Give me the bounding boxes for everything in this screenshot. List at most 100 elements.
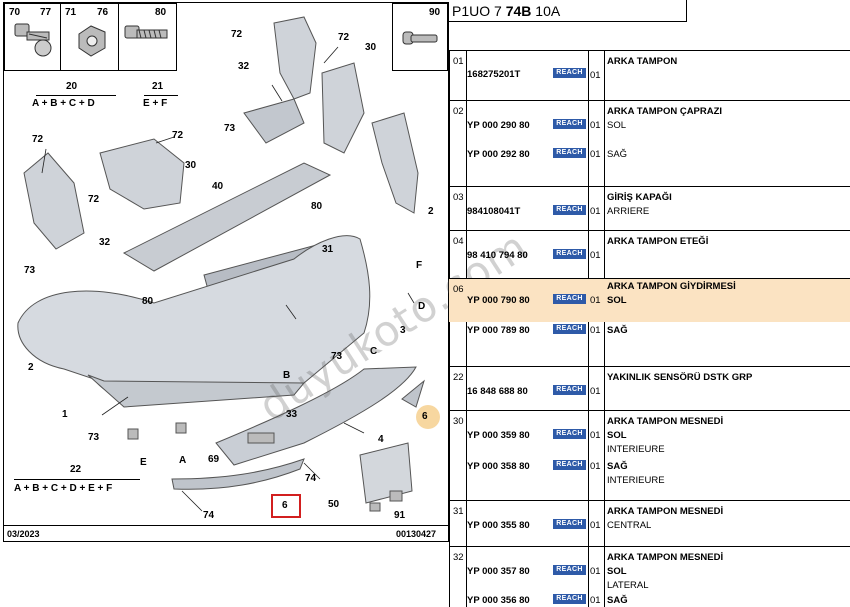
callout-32: 32 [238,61,250,72]
quantity: 01 [590,206,601,217]
callout-71: 71 [65,7,77,18]
row-ref: 04 [453,236,464,247]
part-description: ARKA TAMPON ÇAPRAZI [607,106,723,117]
model-suffix: 10A [531,3,561,19]
kit-formula-20: A + B + C + D [32,98,95,109]
part-description: ARKA TAMPON MESNEDİ [607,416,724,427]
quantity: 01 [590,461,601,472]
part-note: ARRIERE [607,206,650,217]
part-description: ARKA TAMPON [607,56,678,67]
callout-6-highlight: 6 [422,411,428,422]
fastener-box-70-77: 70 77 [4,3,61,71]
reach-badge: REACH [553,119,586,129]
callout-72: 72 [32,134,44,145]
callout-32: 32 [99,237,111,248]
part-number[interactable]: 168275201T [467,69,521,80]
part-description: GİRİŞ KAPAĞI [607,192,672,203]
quantity: 01 [590,520,601,531]
row-ref: 30 [453,416,464,427]
callout-73: 73 [224,123,236,134]
part-number[interactable]: 16 848 688 80 [467,386,528,397]
table-row[interactable]: 22 YAKINLIK SENSÖRÜ DSTK GRP 16 848 688 … [449,366,850,410]
part-number[interactable]: YP 000 292 80 [467,149,530,160]
fastener-box-80: 80 [118,3,177,71]
callout-74: 74 [203,510,215,521]
callout-B: B [283,370,291,381]
callout-2: 2 [28,362,34,373]
part-description: YAKINLIK SENSÖRÜ DSTK GRP [607,372,753,383]
part-note: LATERAL [607,580,649,591]
screw-icon [124,25,168,39]
callout-69: 69 [208,454,220,465]
part-description: ARKA TAMPON MESNEDİ [607,552,724,563]
table-row[interactable]: 32 ARKA TAMPON MESNEDİ YP 000 357 80 REA… [449,546,850,607]
part-side: SOL [607,295,627,306]
model-variant: 74B [505,3,532,19]
callout-E: E [140,457,147,468]
table-border-left [449,50,450,607]
quantity: 01 [590,149,601,160]
row-ref: 31 [453,506,464,517]
part-number[interactable]: YP 000 290 80 [467,120,530,131]
table-divider-part [588,50,589,607]
part-note: CENTRAL [607,520,652,531]
kit-formula-21: E + F [143,98,168,109]
part-side: SOL [607,566,627,577]
part-number[interactable]: YP 000 789 80 [467,325,530,336]
part-number[interactable]: YP 000 790 80 [467,295,530,306]
table-row[interactable]: 01 168275201T REACH 01 ARKA TAMPON [449,50,850,100]
callout-72: 72 [338,32,350,43]
part-number[interactable]: YP 000 358 80 [467,461,530,472]
row-ref: 01 [453,56,464,67]
quantity: 01 [590,566,601,577]
table-row-highlighted[interactable]: 06 ARKA TAMPON GİYDİRMESİ YP 000 790 80 … [449,278,850,322]
quantity: 01 [590,120,601,131]
callout-31: 31 [322,244,334,255]
kit-bar-20 [36,95,116,96]
callout-30: 30 [365,42,377,53]
reach-badge: REACH [553,324,586,334]
table-row[interactable]: 30 ARKA TAMPON MESNEDİ YP 000 359 80 REA… [449,410,850,500]
part-description: ARKA TAMPON MESNEDİ [607,506,724,517]
kit-number-21: 21 [152,81,164,92]
callout-6-boxed: 6 [282,500,288,511]
part-number[interactable]: 98 410 794 80 [467,250,528,261]
callout-50: 50 [328,499,340,510]
table-row[interactable]: 02 ARKA TAMPON ÇAPRAZI YP 000 290 80 REA… [449,100,850,186]
part-number[interactable]: YP 000 356 80 [467,595,530,606]
part-number[interactable]: YP 000 357 80 [467,566,530,577]
fastener-box-90: 90 [392,3,448,71]
callout-73: 73 [331,351,343,362]
quantity: 01 [590,595,601,606]
row-ref: 32 [453,552,464,563]
part-number[interactable]: YP 000 355 80 [467,520,530,531]
part-note: INTERIEURE [607,475,665,486]
bumper-parts-illustration [17,16,440,518]
part-number[interactable]: 984108041T [467,206,521,217]
pin-icon [402,31,438,45]
callout-72: 72 [231,29,243,40]
part-side: SOL [607,430,627,441]
callout-91: 91 [394,510,406,521]
part-number[interactable]: YP 000 359 80 [467,430,530,441]
callout-76: 76 [97,7,109,18]
reach-badge: REACH [553,385,586,395]
callout-90: 90 [429,7,441,18]
table-row[interactable]: 03 GİRİŞ KAPAĞI 984108041T REACH 01 ARRI… [449,186,850,230]
quantity: 01 [590,386,601,397]
footer-divider [4,525,448,526]
table-row[interactable]: 31 ARKA TAMPON MESNEDİ YP 000 355 80 REA… [449,500,850,546]
quantity: 01 [590,250,601,261]
part-side: SAĞ [607,595,628,606]
part-side: SAĞ [607,325,628,336]
table-row[interactable]: 04 ARKA TAMPON ETEĞİ 98 410 794 80 REACH… [449,230,850,278]
callout-72: 72 [88,194,100,205]
part-side: SAĞ [607,461,628,472]
callout-70: 70 [9,7,21,18]
quantity: 01 [590,70,601,81]
table-row[interactable]: YP 000 789 80 REACH 01 SAĞ [449,322,850,366]
quantity: 01 [590,295,601,306]
callout-80-box: 80 [155,7,167,18]
kit-number-20: 20 [66,81,78,92]
model-header: P1UO 7 74B 10A [449,0,687,22]
